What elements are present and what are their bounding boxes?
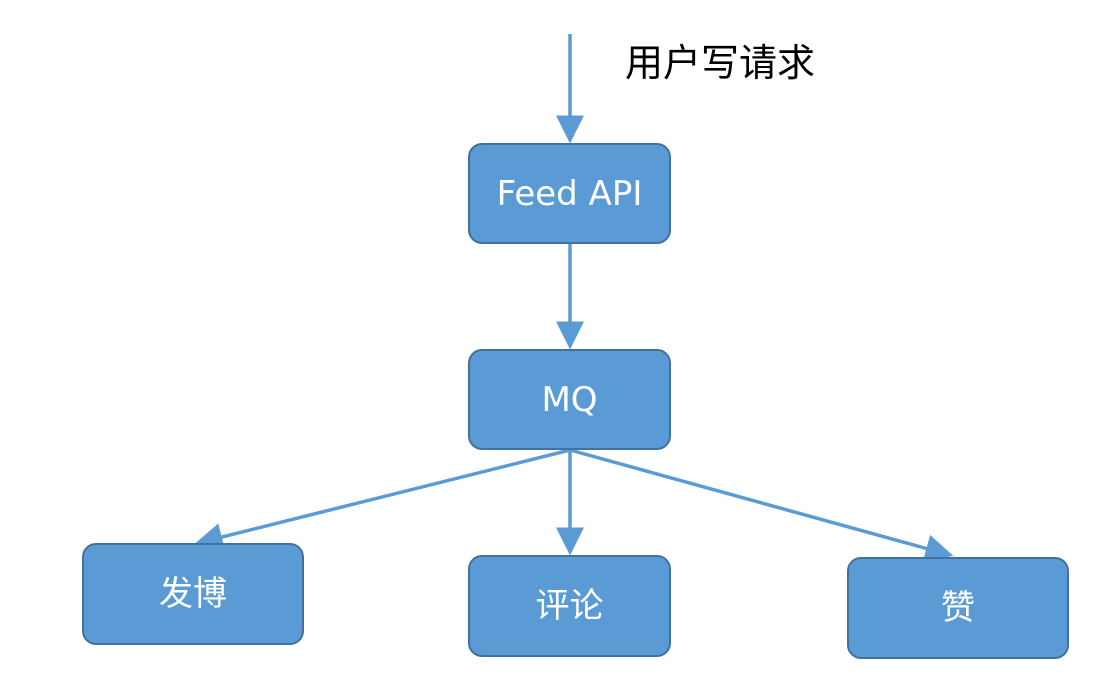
- mq-label: MQ: [541, 379, 598, 420]
- mq-to-post-arrow: [194, 448, 571, 551]
- feed-api-node: Feed API: [468, 143, 671, 244]
- user-write-request-label: 用户写请求: [625, 41, 816, 85]
- mq-node: MQ: [468, 349, 671, 450]
- mq-to-like-arrow: [569, 448, 954, 562]
- comment-label: 评论: [535, 586, 604, 626]
- comment-node: 评论: [468, 555, 671, 657]
- post-node: 发博: [82, 543, 304, 645]
- post-label: 发博: [159, 574, 227, 614]
- like-label: 赞: [941, 588, 975, 628]
- feed-api-label: Feed API: [496, 173, 643, 214]
- like-node: 赞: [847, 557, 1069, 659]
